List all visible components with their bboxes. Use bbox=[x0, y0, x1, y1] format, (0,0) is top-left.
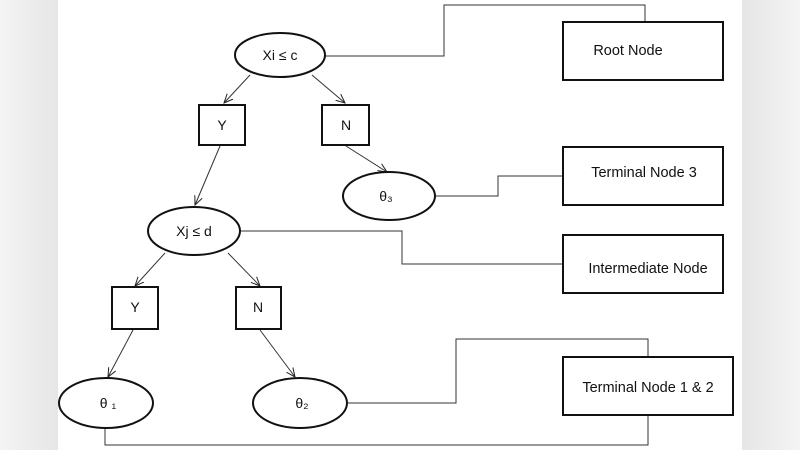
intermediate-label: Intermediate Node bbox=[588, 261, 707, 277]
edge-root-yes bbox=[224, 74, 251, 103]
terminal12-label: Terminal Node 1 & 2 bbox=[582, 380, 713, 396]
root-yes-text: Y bbox=[217, 117, 227, 133]
root-node-label-box bbox=[562, 21, 724, 81]
intermediate-node-ellipse bbox=[147, 206, 241, 256]
intermediate-label-box bbox=[562, 234, 724, 294]
root-no-text: N bbox=[341, 117, 351, 133]
connector-terminal12-top bbox=[348, 338, 649, 404]
theta3-node-text: θ₃ bbox=[379, 188, 393, 204]
left-background-margin bbox=[0, 0, 58, 450]
terminal12-label-box bbox=[562, 356, 734, 416]
root-node-text: Xi ≤ c bbox=[263, 47, 298, 63]
tree-edges bbox=[108, 74, 387, 377]
edge-yes-theta1 bbox=[108, 329, 134, 377]
terminal3-label-box bbox=[562, 146, 724, 206]
theta3-node-ellipse bbox=[342, 171, 436, 221]
inter-no-box bbox=[235, 286, 282, 330]
terminal3-label: Terminal Node 3 bbox=[591, 165, 697, 181]
label-connectors bbox=[104, 4, 649, 446]
edge-no-theta3 bbox=[345, 145, 387, 172]
edge-yes-intermediate bbox=[195, 145, 221, 205]
right-background-margin bbox=[742, 0, 800, 450]
root-node-label: Root Node bbox=[593, 43, 662, 59]
connector-root bbox=[324, 4, 646, 57]
edge-inter-no bbox=[227, 252, 260, 286]
edge-root-no bbox=[311, 74, 345, 103]
inter-yes-text: Y bbox=[130, 299, 140, 315]
inter-yes-box bbox=[111, 286, 159, 330]
root-node-ellipse bbox=[234, 32, 326, 78]
inter-no-text: N bbox=[253, 299, 263, 315]
root-no-box bbox=[321, 104, 370, 146]
root-yes-box bbox=[198, 104, 246, 146]
connector-terminal12-bottom bbox=[104, 415, 649, 446]
intermediate-node-text: Xj ≤ d bbox=[176, 223, 212, 239]
edge-inter-yes bbox=[135, 252, 166, 286]
theta1-node-ellipse bbox=[58, 377, 154, 429]
theta1-node-text: θ ₁ bbox=[100, 395, 117, 411]
theta2-node-ellipse bbox=[252, 377, 348, 429]
connector-intermediate bbox=[240, 230, 563, 265]
theta2-node-text: θ₂ bbox=[295, 395, 308, 411]
edge-no-theta2 bbox=[259, 329, 295, 377]
connector-terminal3 bbox=[435, 175, 563, 197]
